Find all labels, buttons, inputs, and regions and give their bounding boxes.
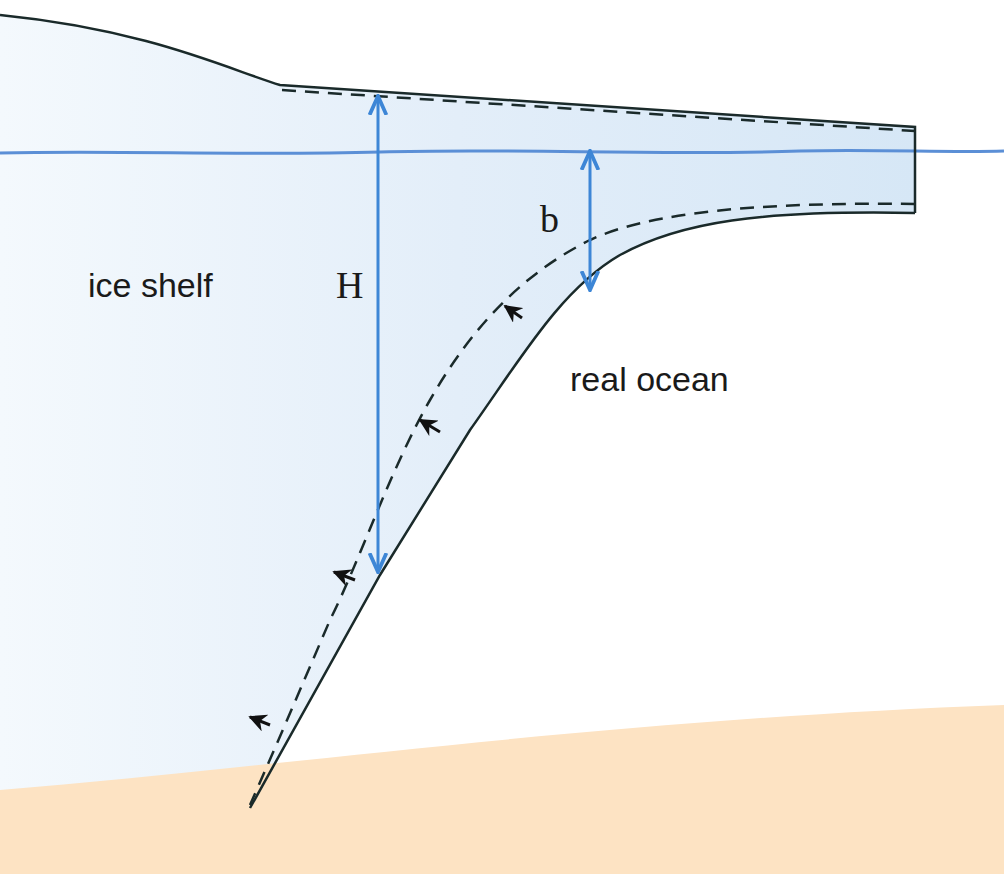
draft-label: b [540,200,559,238]
ice-body [0,15,915,808]
dashed-base [250,204,915,805]
melt-arrows [250,306,522,725]
ice-surface [0,15,915,213]
draft-arrow [589,151,592,290]
thickness-arrow [377,96,380,572]
region-label: real ocean [570,362,729,396]
ice-base [250,213,915,808]
region-label: ice shelf [88,268,213,302]
thickness-label: H [336,266,363,304]
sea-level [0,150,1004,153]
seabed [0,705,1004,874]
